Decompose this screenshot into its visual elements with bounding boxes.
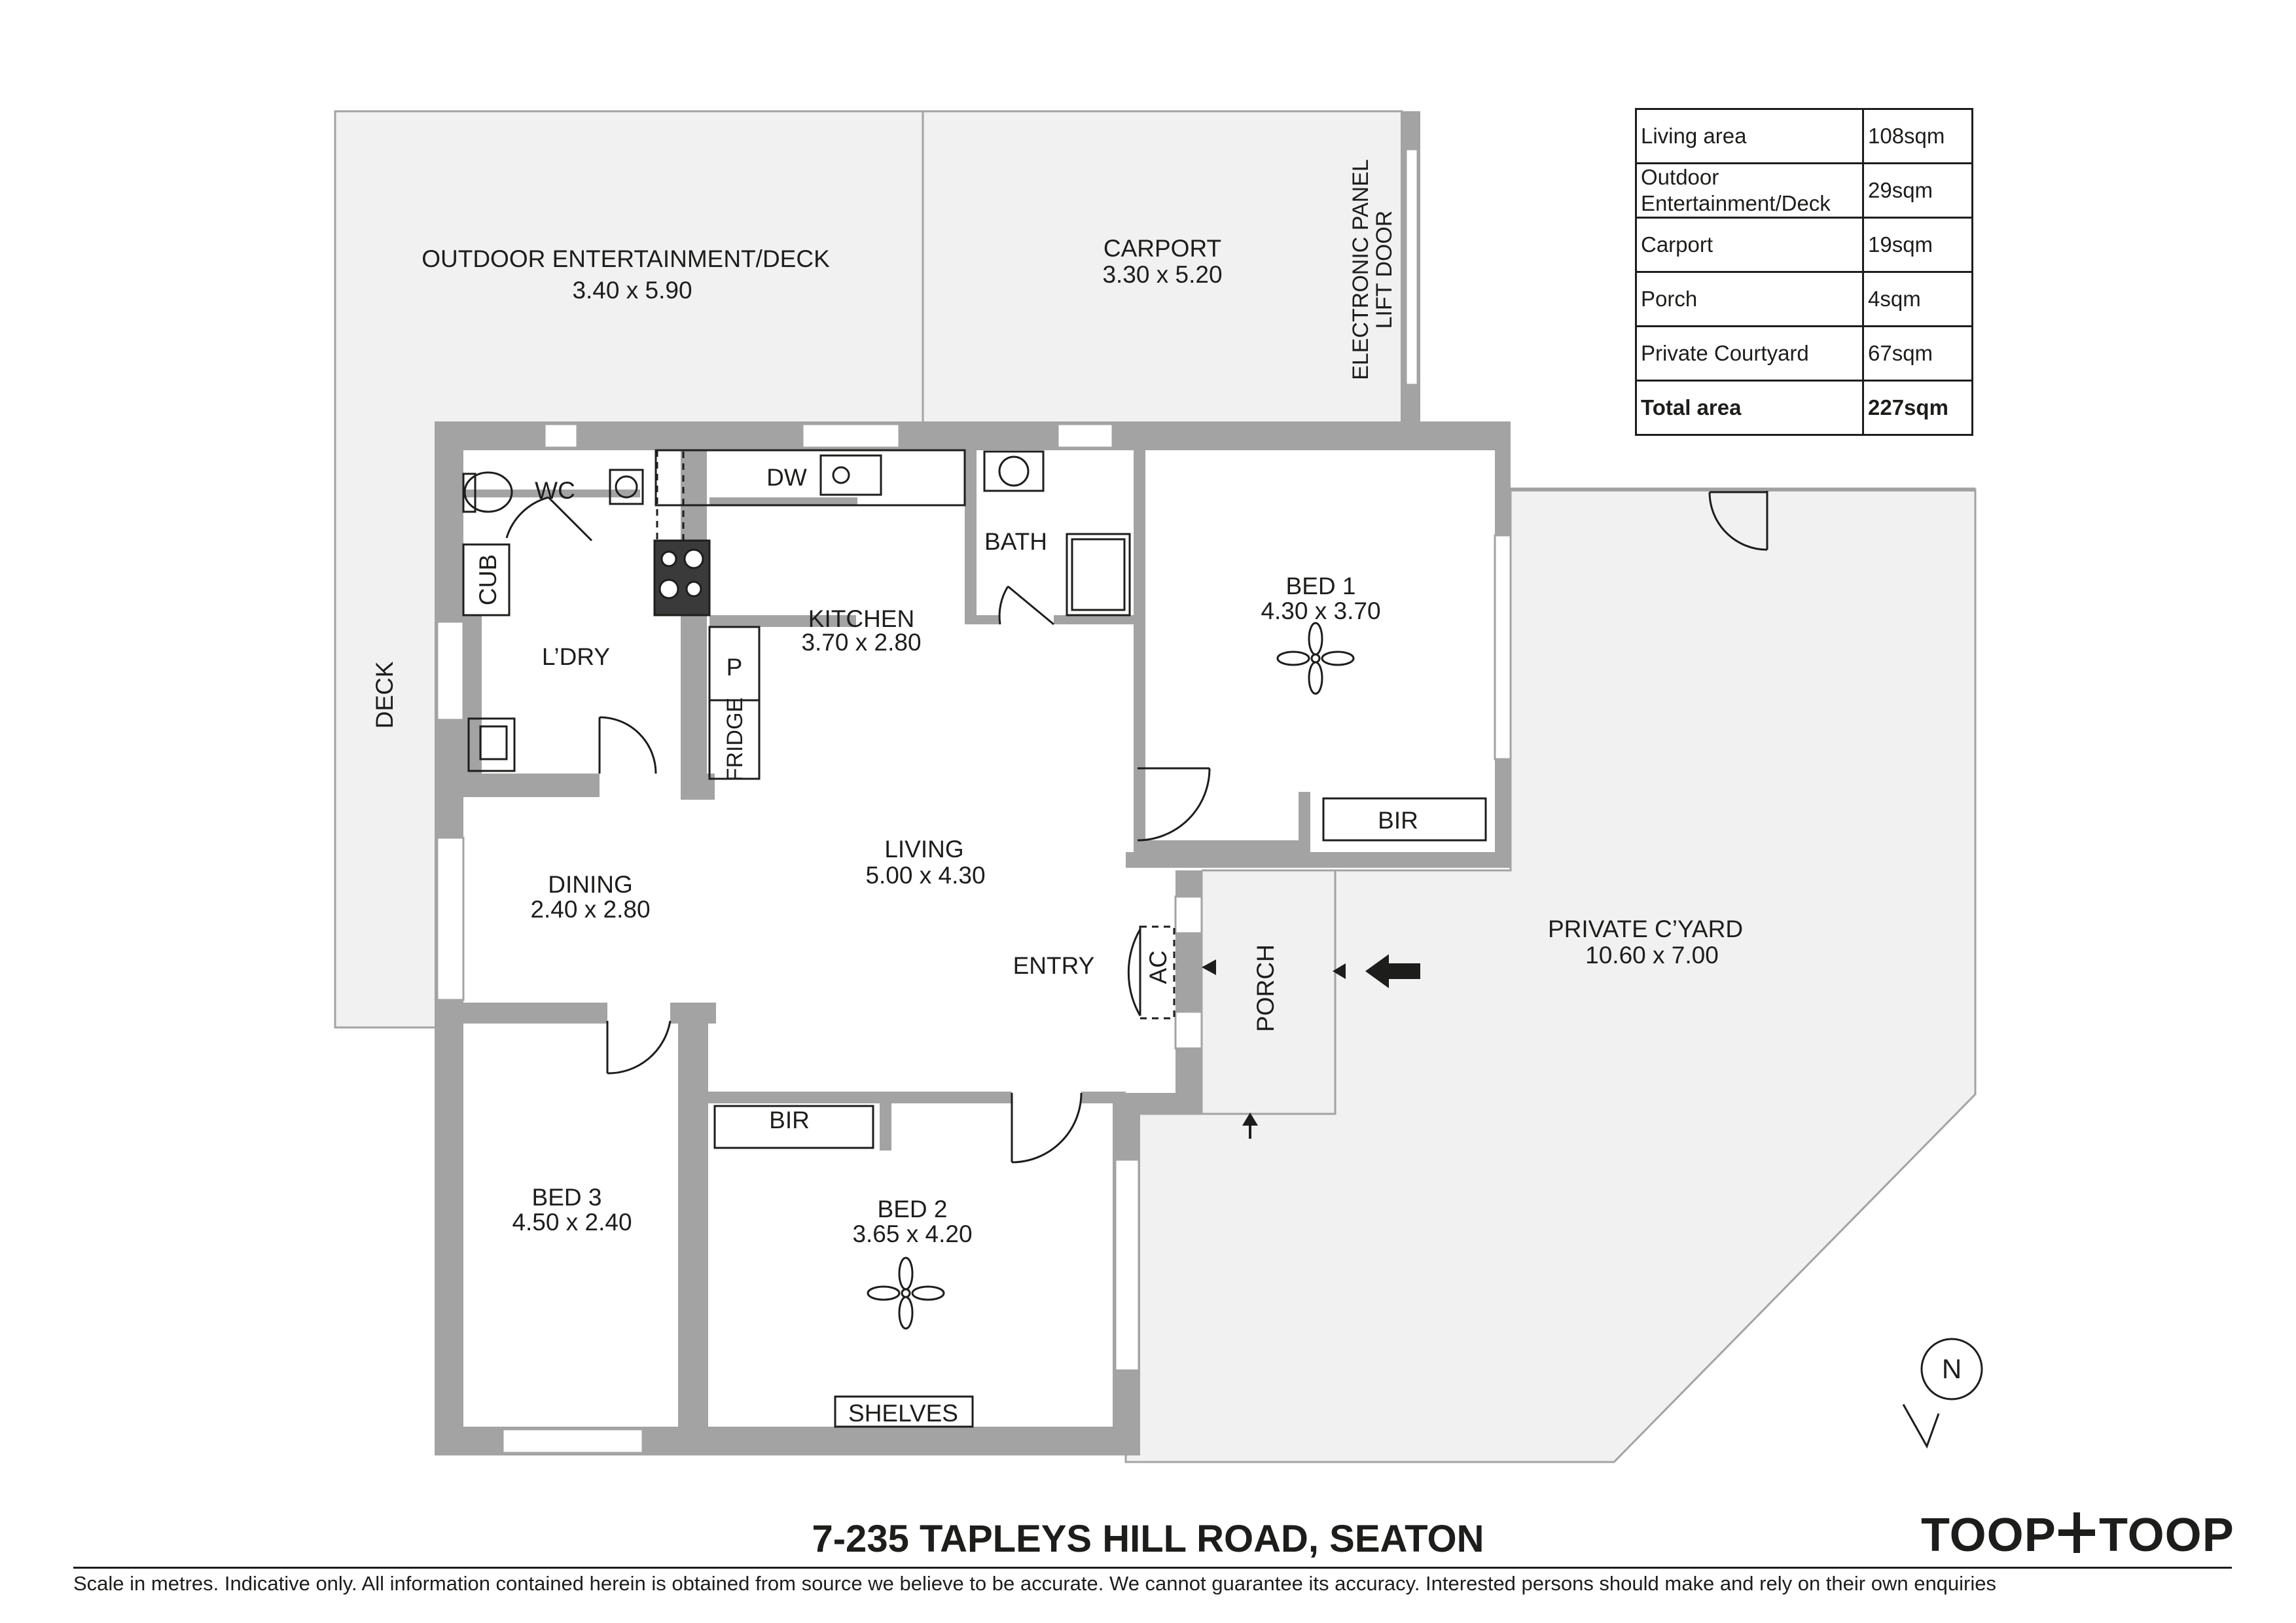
bed3-size: 4.50 x 2.40 xyxy=(512,1209,632,1236)
outdoor-areas xyxy=(334,110,1977,1463)
porch-area xyxy=(1200,869,1336,1115)
fixtures xyxy=(462,449,1487,1428)
kitchen-size: 3.70 x 2.80 xyxy=(801,629,921,656)
fridge-space xyxy=(708,699,761,780)
area-value: 19sqm xyxy=(1862,217,1973,273)
ac-label: AC xyxy=(1145,950,1172,984)
wc-label: WC xyxy=(535,477,575,504)
pantry-label: P xyxy=(726,654,743,681)
north-compass-icon xyxy=(1902,1338,1983,1449)
carport-size: 3.30 x 5.20 xyxy=(1102,261,1222,288)
area-label: Porch xyxy=(1635,271,1864,327)
dining-name: DINING xyxy=(548,871,633,898)
laundry-tub xyxy=(467,717,516,772)
arrow-icon xyxy=(1242,1113,1258,1126)
doors xyxy=(505,491,1768,1164)
area-label: Private Courtyard xyxy=(1635,325,1864,382)
electronic-panel-label: ELECTRONIC PANEL xyxy=(1348,159,1373,380)
brand-right: TOOP xyxy=(2099,1509,2234,1561)
area-value: 67sqm xyxy=(1862,325,1973,382)
windows xyxy=(436,148,1512,1454)
area-value: 29sqm xyxy=(1862,162,1973,219)
main-entry-arrow-icon xyxy=(1365,954,1420,988)
fan-icon xyxy=(867,1257,945,1330)
bed2-size: 3.65 x 4.20 xyxy=(852,1221,972,1247)
porch-label: PORCH xyxy=(1252,944,1279,1032)
bath-label: BATH xyxy=(984,528,1047,555)
arrow-icon xyxy=(1202,959,1216,975)
shower xyxy=(1066,533,1131,616)
area-value: 4sqm xyxy=(1862,271,1973,327)
living-name: LIVING xyxy=(884,836,963,863)
bath-basin xyxy=(983,450,1045,492)
entry-arrows xyxy=(1202,954,1420,1139)
area-total-label: Total area xyxy=(1635,380,1864,436)
shelves-unit xyxy=(834,1395,974,1428)
fan-icon xyxy=(1276,622,1355,695)
bir2-label: BIR xyxy=(769,1107,810,1133)
laundry-cupboard xyxy=(462,543,511,616)
arrow-icon xyxy=(1333,963,1346,979)
bir2-wardrobe xyxy=(713,1105,874,1149)
brand-left: TOOP xyxy=(1921,1509,2056,1561)
living-size: 5.00 x 4.30 xyxy=(865,862,985,889)
footer-rule xyxy=(73,1567,2232,1569)
area-label: Living area xyxy=(1635,108,1864,164)
dining-size: 2.40 x 2.80 xyxy=(530,896,650,923)
area-total-value: 227sqm xyxy=(1862,380,1973,436)
kitchen-bench xyxy=(655,449,966,507)
bed2-name: BED 2 xyxy=(878,1196,948,1222)
compass-label: N xyxy=(1942,1353,1962,1384)
shelves-label: SHELVES xyxy=(848,1400,958,1427)
bed1-name: BED 1 xyxy=(1286,573,1356,599)
kitchen-sink xyxy=(819,454,882,496)
wc-basin xyxy=(609,469,644,505)
disclaimer: Scale in metres. Indicative only. All in… xyxy=(73,1572,1997,1595)
kitchen-sink-drain xyxy=(832,466,850,484)
plus-icon xyxy=(2058,1512,2095,1553)
bir1-wardrobe xyxy=(1322,797,1487,842)
cub-label: CUB xyxy=(475,554,501,605)
room-labels: OUTDOOR ENTERTAINMENT/DECK 3.40 x 5.90 C… xyxy=(371,159,1743,1427)
entry-label: ENTRY xyxy=(1013,952,1095,979)
fridge-label: FRIDGE xyxy=(723,698,747,781)
bir1-label: BIR xyxy=(1378,807,1418,834)
area-label: Outdoor Entertainment/Deck xyxy=(1635,162,1864,219)
house-interior xyxy=(437,440,1495,1440)
property-address: 7-235 TAPLEYS HILL ROAD, SEATON xyxy=(812,1518,1484,1560)
walls xyxy=(435,111,1511,1455)
dw-label: DW xyxy=(766,464,807,491)
lift-door-label: LIFT DOOR xyxy=(1372,211,1397,329)
kitchen-cooktop xyxy=(653,539,711,616)
courtyard-size: 10.60 x 7.00 xyxy=(1585,942,1719,969)
outdoor-size: 3.40 x 5.90 xyxy=(572,277,692,304)
ldry-label: L’DRY xyxy=(542,643,610,670)
bed1-size: 4.30 x 3.70 xyxy=(1261,597,1380,624)
kitchen-name: KITCHEN xyxy=(808,605,914,632)
carport-name: CARPORT xyxy=(1103,235,1221,262)
area-value: 108sqm xyxy=(1862,108,1973,164)
brand-logo: TOOP TOOP xyxy=(1921,1508,2234,1561)
ceiling-fans xyxy=(867,622,1355,1330)
deck-label: DECK xyxy=(371,661,398,728)
outdoor-name: OUTDOOR ENTERTAINMENT/DECK xyxy=(422,245,830,272)
courtyard-name: PRIVATE C’YARD xyxy=(1548,916,1743,942)
area-label: Carport xyxy=(1635,217,1864,273)
toilet xyxy=(463,471,513,513)
bed3-name: BED 3 xyxy=(532,1184,602,1211)
